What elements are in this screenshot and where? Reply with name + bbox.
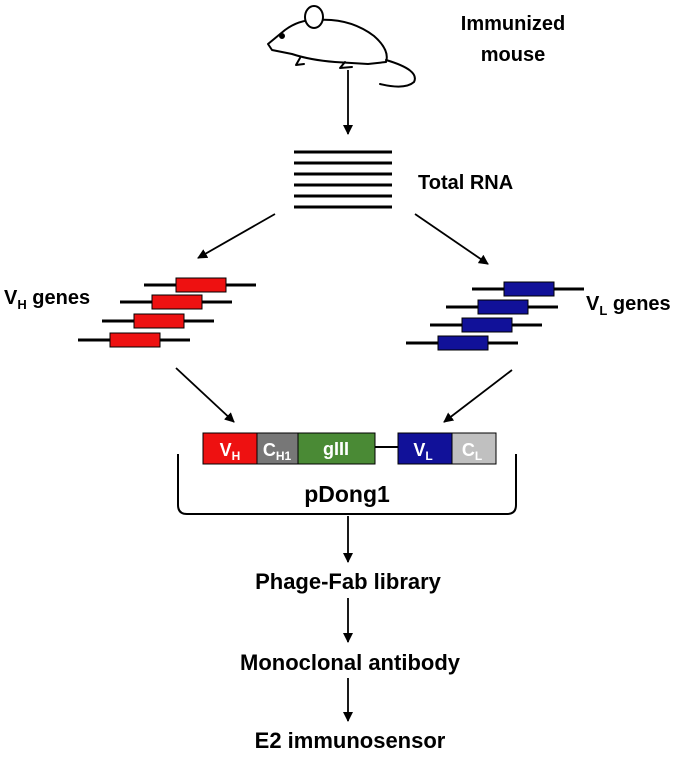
total-rna-label: Total RNA	[418, 172, 513, 194]
phage-fab-library-label: Phage-Fab library	[255, 569, 442, 594]
vh-gene-fragments	[78, 277, 256, 348]
vector-segment-giii: gIII	[297, 432, 376, 465]
vector-segment-vh: VH	[202, 432, 258, 465]
e2-immunosensor-label: E2 immunosensor	[255, 728, 446, 753]
arrow-vh-to-vector	[175, 367, 235, 423]
svg-text:VL: VL	[413, 440, 432, 463]
vl-gene-fragments	[406, 281, 584, 351]
arrow-rna-to-vh	[197, 213, 276, 259]
immunized-label: Immunized	[461, 13, 565, 35]
vector-segment-vl: VL	[397, 432, 453, 465]
monoclonal-antibody-label: Monoclonal antibody	[240, 650, 461, 675]
svg-text:CH1: CH1	[263, 440, 292, 463]
arrow-vl-to-vector	[443, 369, 513, 423]
rna-lines	[294, 150, 392, 209]
svg-text:gIII: gIII	[323, 439, 349, 459]
svg-text:VH: VH	[220, 440, 241, 463]
arrow-rna-to-vl	[414, 213, 489, 265]
vl-genes-label: VL genes	[586, 293, 671, 318]
mouse-label: mouse	[481, 44, 545, 66]
mouse-icon	[267, 5, 416, 88]
vector-backbone	[177, 454, 517, 515]
svg-text:CL: CL	[462, 440, 482, 463]
vector-segment-cl: CL	[451, 432, 497, 465]
vector-name-label: pDong1	[304, 481, 390, 507]
vector-segment-ch1: CH1	[256, 432, 299, 465]
vh-genes-label: VH genes	[4, 287, 90, 312]
